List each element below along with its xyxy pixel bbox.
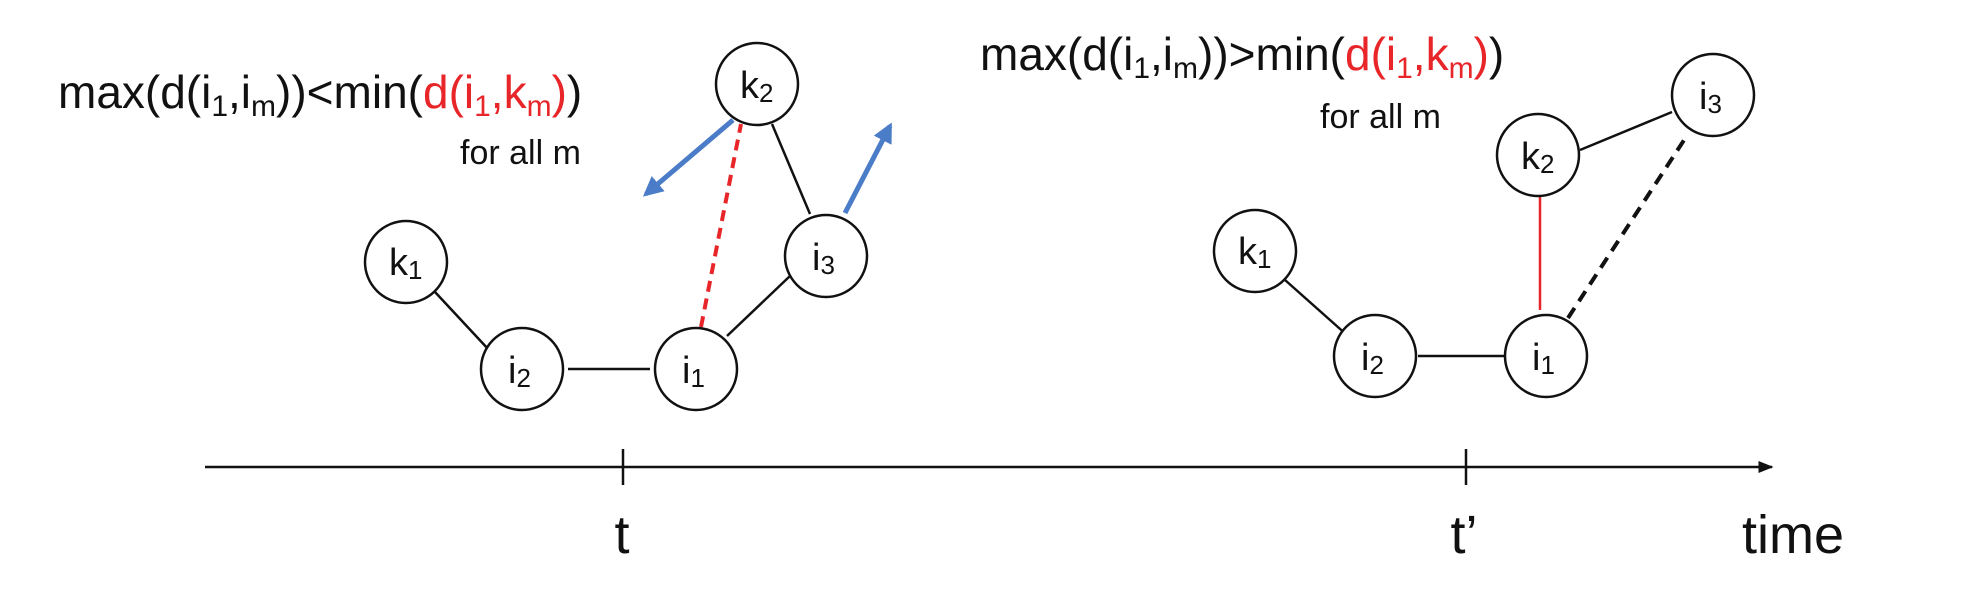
- right-node-i3: i3: [1670, 52, 1756, 138]
- svg-text:i3: i3: [1699, 76, 1722, 119]
- left-edge-k1-i2: [434, 291, 490, 351]
- axis-tick-label-t: t: [614, 505, 629, 565]
- left-motion-arrow-i3: [842, 122, 893, 215]
- svg-text:k2: k2: [740, 65, 773, 108]
- right-formula: max(d(i1,im))>min(d(i1,km)): [980, 28, 1504, 85]
- left-node-k2: k2: [714, 41, 800, 127]
- svg-text:i1: i1: [1532, 337, 1555, 380]
- right-caption: for all m: [1320, 98, 1441, 136]
- svg-text:k2: k2: [1521, 136, 1554, 179]
- right-edge-k1-i2: [1284, 279, 1349, 337]
- right-edge-k2-i3: [1579, 110, 1673, 152]
- right-node-k1: k1: [1212, 208, 1298, 294]
- left-formula: max(d(i1,im))<min(d(i1,km)): [58, 66, 582, 123]
- svg-text:i2: i2: [508, 350, 531, 393]
- left-edge-i1-i3: [726, 275, 791, 337]
- svg-text:k1: k1: [389, 242, 422, 285]
- left-node-i3: i3: [783, 213, 869, 299]
- right-node-k2: k2: [1495, 112, 1581, 198]
- svg-text:k1: k1: [1238, 231, 1271, 274]
- left-edge-i1-k2-dashed: [699, 123, 743, 328]
- axis-label-time: time: [1742, 505, 1844, 565]
- right-node-i1: i1: [1503, 313, 1589, 399]
- left-motion-arrow-k2: [642, 118, 735, 197]
- axis-tick-label-t-prime: t’: [1451, 505, 1478, 565]
- right-node-i2: i2: [1332, 313, 1418, 399]
- left-node-i2: i2: [479, 326, 565, 412]
- right-edge-i1-i3-dashed: [1566, 132, 1690, 320]
- left-node-k1: k1: [363, 219, 449, 305]
- svg-text:i2: i2: [1361, 337, 1384, 380]
- svg-text:i1: i1: [682, 350, 705, 393]
- svg-text:i3: i3: [812, 237, 835, 280]
- left-caption: for all m: [460, 134, 581, 172]
- left-node-i1: i1: [653, 326, 739, 412]
- left-edge-k2-i3: [770, 123, 812, 215]
